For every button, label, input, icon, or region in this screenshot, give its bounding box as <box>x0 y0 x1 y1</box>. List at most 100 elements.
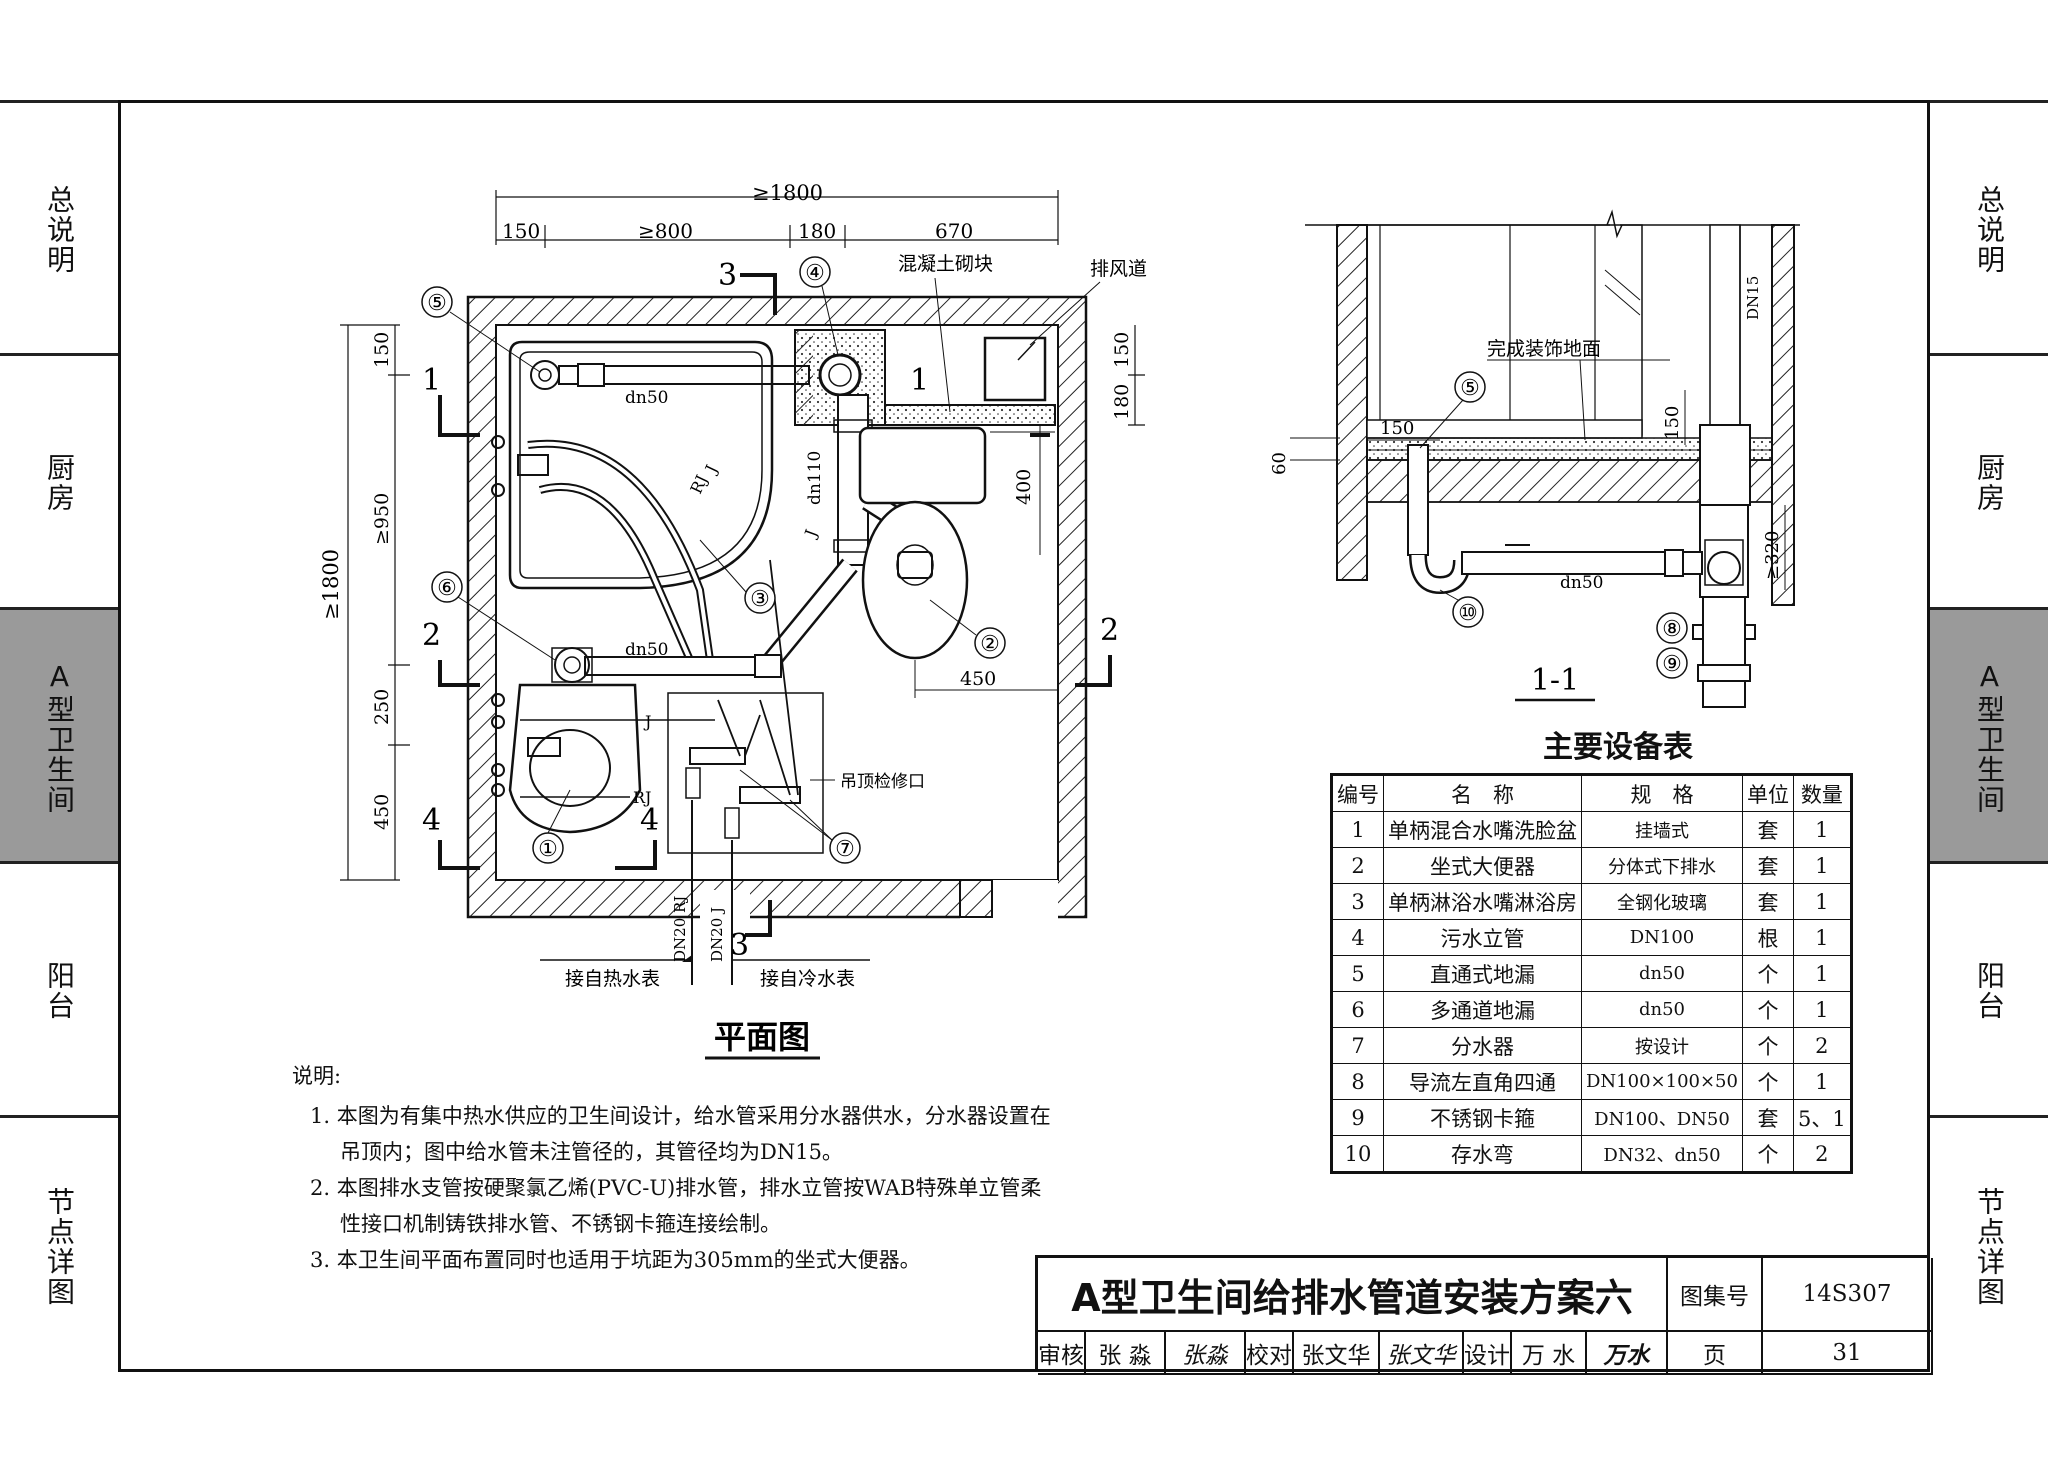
table-cell: 套 <box>1741 883 1794 920</box>
svg-text:⑨: ⑨ <box>1662 652 1682 677</box>
right-nav: 总说明 厨房 A型卫生间 阳台 节点详图 <box>1930 100 2048 1372</box>
table-cell: 不锈钢卡箍 <box>1383 1099 1582 1136</box>
svg-text:4: 4 <box>422 803 441 838</box>
table-cell: 1 <box>1792 919 1852 956</box>
ceiling-access-hatch <box>667 692 824 854</box>
table-header-cell: 名 称 <box>1383 774 1582 812</box>
svg-text:180: 180 <box>798 219 836 243</box>
svg-text:完成装饰地面: 完成装饰地面 <box>1487 338 1601 360</box>
page-label: 页 <box>1668 1332 1763 1375</box>
table-cell: DN32、dn50 <box>1581 1135 1743 1173</box>
svg-text:平面图: 平面图 <box>714 1018 810 1056</box>
table-cell: dn50 <box>1581 991 1743 1028</box>
section-1-1: DN15 dn50 完成装饰地面 150 150 60 ≥320 ⑤ ⑧ ⑨ ⑩… <box>1269 209 1800 708</box>
nav-tab-balcony[interactable]: 阳台 <box>0 861 118 1118</box>
svg-text:②: ② <box>980 632 1000 657</box>
table-cell: 个 <box>1741 1063 1794 1100</box>
nav-tab-details[interactable]: 节点详图 <box>1930 1115 2048 1375</box>
nav-tab-kitchen[interactable]: 厨房 <box>1930 353 2048 610</box>
designer: 万 水 <box>1512 1332 1587 1375</box>
svg-text:⑦: ⑦ <box>835 837 855 862</box>
table-header-cell: 规 格 <box>1581 774 1743 812</box>
svg-text:dn110: dn110 <box>805 451 825 505</box>
table-cell: 套 <box>1741 847 1794 884</box>
table-cell: 5、1 <box>1792 1099 1852 1136</box>
svg-text:RJ: RJ <box>633 788 651 807</box>
table-header-cell: 单位 <box>1741 774 1794 812</box>
toilet-tank <box>858 426 987 505</box>
table-cell: 2 <box>1792 1135 1852 1173</box>
svg-text:1-1: 1-1 <box>1531 663 1579 698</box>
svg-text:3: 3 <box>730 928 749 963</box>
table-cell: 2 <box>1792 1027 1852 1064</box>
nav-tab-bathroom-a[interactable]: A型卫生间 <box>0 607 118 864</box>
note-3: 3. 本卫生间平面布置同时也适用于坑距为305mm的坐式大便器。 <box>310 1248 921 1272</box>
page-number: 31 <box>1763 1332 1933 1375</box>
table-cell: 1 <box>1792 847 1852 884</box>
svg-text:60: 60 <box>1269 452 1290 475</box>
check-label: 校对 <box>1246 1332 1294 1375</box>
table-cell: 个 <box>1741 1027 1794 1064</box>
notes: 说明: 1. 本图为有集中热水供应的卫生间设计，给水管采用分水器供水，分水器设置… <box>292 1058 1052 1278</box>
svg-text:⑩: ⑩ <box>1458 601 1478 626</box>
atlas-label: 图集号 <box>1668 1258 1763 1332</box>
svg-text:150: 150 <box>371 332 393 368</box>
table-cell: dn50 <box>1581 955 1743 992</box>
table-cell: 多通道地漏 <box>1383 991 1582 1028</box>
notes-heading: 说明: <box>292 1064 342 1088</box>
toilet-bowl <box>861 500 969 660</box>
svg-text:DN20 J: DN20 J <box>708 907 726 962</box>
table-cell: 4 <box>1331 919 1384 956</box>
nav-tab-kitchen[interactable]: 厨房 <box>0 353 118 610</box>
svg-text:接自热水表: 接自热水表 <box>565 968 660 990</box>
nav-tab-bathroom-a[interactable]: A型卫生间 <box>1930 607 2048 864</box>
table-cell: 分水器 <box>1383 1027 1582 1064</box>
svg-text:≥1800: ≥1800 <box>319 549 343 620</box>
svg-text:⑤: ⑤ <box>1460 376 1480 401</box>
nav-tab-general[interactable]: 总说明 <box>0 100 118 356</box>
drawing-title: A型卫生间给排水管道安装方案六 <box>1038 1258 1668 1332</box>
svg-text:⑥: ⑥ <box>437 576 457 601</box>
nav-tab-details[interactable]: 节点详图 <box>0 1115 118 1375</box>
svg-text:④: ④ <box>805 261 825 286</box>
table-cell: 8 <box>1331 1063 1384 1100</box>
wash-basin <box>508 683 642 834</box>
note-1: 1. 本图为有集中热水供应的卫生间设计，给水管采用分水器供水，分水器设置在吊顶内… <box>310 1104 1051 1164</box>
svg-text:670: 670 <box>935 219 973 243</box>
table-cell: 存水弯 <box>1383 1135 1582 1173</box>
table-cell: 9 <box>1331 1099 1384 1136</box>
shower-tray <box>508 340 774 590</box>
svg-text:3: 3 <box>718 258 737 293</box>
svg-text:吊顶检修口: 吊顶检修口 <box>840 772 925 792</box>
svg-text:dn50: dn50 <box>1560 573 1603 593</box>
table-header-cell: 编号 <box>1331 774 1384 812</box>
table-cell: 1 <box>1792 955 1852 992</box>
table-cell: 2 <box>1331 847 1384 884</box>
nav-tab-general[interactable]: 总说明 <box>1930 100 2048 356</box>
table-cell: 个 <box>1741 991 1794 1028</box>
table-cell: 分体式下排水 <box>1581 847 1743 884</box>
review-label: 审核 <box>1038 1332 1086 1375</box>
table-cell: 1 <box>1792 811 1852 848</box>
svg-text:排风道: 排风道 <box>1090 258 1147 280</box>
left-nav: 总说明 厨房 A型卫生间 阳台 节点详图 <box>0 100 118 1372</box>
checker-signature: 张文华 <box>1380 1332 1464 1375</box>
svg-text:150: 150 <box>502 219 540 243</box>
atlas-number: 14S307 <box>1763 1258 1933 1332</box>
table-cell: 按设计 <box>1581 1027 1743 1064</box>
svg-text:450: 450 <box>960 668 996 690</box>
table-cell: 全钢化玻璃 <box>1581 883 1743 920</box>
svg-text:≥320: ≥320 <box>1762 531 1783 580</box>
svg-text:2: 2 <box>422 618 441 653</box>
designer-signature: 万水 <box>1587 1332 1668 1375</box>
svg-text:⑤: ⑤ <box>427 291 447 316</box>
nav-tab-balcony[interactable]: 阳台 <box>1930 861 2048 1118</box>
svg-text:2: 2 <box>1100 613 1119 648</box>
svg-text:1: 1 <box>910 363 929 398</box>
svg-text:DN20 RJ: DN20 RJ <box>671 896 689 962</box>
